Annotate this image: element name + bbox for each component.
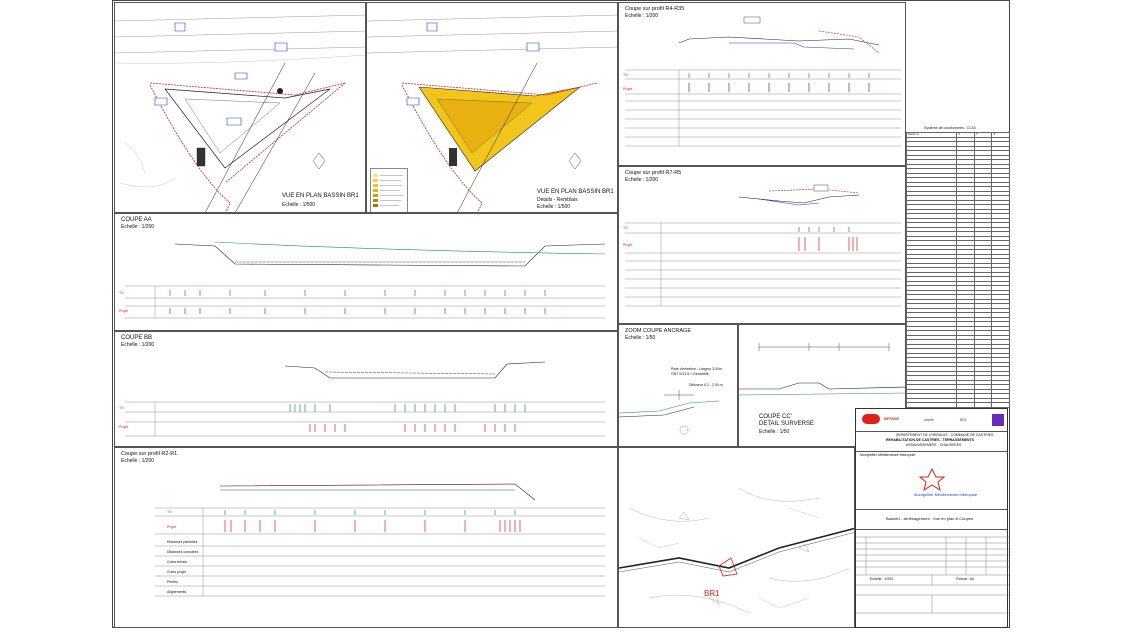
profile-r4-scale: Echelle : 1/200: [625, 13, 659, 19]
table-row: [906, 406, 1010, 408]
titleblock-drawing-title: Bassin1 - Aménagement - Vue en plan & Co…: [886, 516, 974, 521]
profile-r2-row-label-3: Cotes terrain: [167, 560, 188, 564]
titleblock-metropole: Montpellier Méditerranée Métropole: [914, 492, 978, 497]
title-block: EIFFAGE artelia BRL DEPARTEMENT DE L'HER…: [855, 408, 1009, 628]
coupe-bb-panel: COUPE BB Echelle : 1/200 TN Projet: [114, 331, 618, 447]
profile-r7-panel: Coupe sur profil R7-R5 Echelle : 1/200 T…: [618, 166, 906, 324]
location-map-panel: BR1: [618, 447, 855, 628]
titleblock-sub: ASSAINISSEMENT - CHAUSSEES: [906, 443, 962, 447]
coupe-bb-drawing: [125, 361, 605, 437]
zoom-ancrage-scale: Echelle : 1/50: [625, 335, 656, 341]
profile-r2-panel: Coupe sur profil R2-R1 Echelle : 1/200 T…: [114, 447, 618, 628]
coupe-aa-title: COUPE AA: [121, 217, 152, 223]
profile-r2-row-label-2: Distances cumulees: [167, 550, 199, 554]
plan-view-drawing-1: [115, 14, 365, 212]
plan-view-scale-1: Echelle : 1/500: [282, 202, 316, 208]
plan-view-subtitle-2: Details - Remblais: [537, 197, 578, 203]
profile-r4-row-projet: Projet: [623, 87, 633, 91]
profile-r2-row-projet: Projet: [167, 525, 177, 529]
profile-r2-row-label-1: Distances partielles: [167, 540, 198, 544]
coupe-bb-row-projet: Projet: [119, 425, 129, 429]
coupe-aa-row-projet: Projet: [119, 309, 129, 313]
profile-r7-scale: Echelle : 1/200: [625, 177, 659, 183]
coupe-aa-drawing: [125, 241, 606, 319]
logo-metropole-badge: [992, 414, 1004, 426]
profile-r2-row-label-4: Cotes projet: [167, 570, 186, 574]
zoom-ancrage-title: ZOOM COUPE ANCRAGE: [625, 328, 692, 334]
profile-r4-drawing: [625, 16, 901, 147]
zoom-ancrage-note-1: Piste d'entretien - Largeur 3.00m: [671, 367, 722, 371]
titleblock-grid: [856, 467, 1009, 614]
profile-r7-row-projet: Projet: [623, 243, 633, 247]
plan-view-panel-2: VUE EN PLAN BASSIN BR1 Details - Remblai…: [366, 2, 618, 213]
profile-r4-row-tn: TN: [623, 73, 628, 77]
coupe-bb-scale: Echelle : 1/200: [121, 342, 155, 348]
profile-r7-drawing: [625, 184, 901, 307]
table-cell: [956, 406, 975, 408]
coordinates-table-panel: Systeme de coordonnees : CC43 Numero X Y…: [906, 122, 1010, 408]
titleblock-dept: DEPARTEMENT DE L'HERAULT - COMMUNE DE CA…: [896, 433, 994, 437]
coupe-aa-row-tn: TN: [119, 291, 124, 295]
titleblock-format: Format : A0: [956, 577, 975, 581]
profile-r7-row-tn: TN: [623, 226, 628, 230]
profile-r4-panel: Coupe sur profil R4-R35 Echelle : 1/200 …: [618, 2, 906, 166]
profile-r2-scale: Echelle : 1/200: [121, 458, 155, 464]
logo-3-label: BRL: [960, 418, 967, 422]
coupe-cc-title: COUPE CC': [759, 414, 792, 420]
coupe-cc-scale: Echelle : 1/50: [759, 429, 790, 435]
plan-view-title-2: VUE EN PLAN BASSIN BR1: [537, 189, 614, 195]
coupe-aa-scale: Echelle : 1/200: [121, 224, 155, 230]
profile-r2-row-label-6: Alignements: [167, 590, 187, 594]
coordinates-title: Systeme de coordonnees : CC43: [924, 126, 976, 130]
plan-view-panel-1: VUE EN PLAN BASSIN BR1 Echelle : 1/500: [114, 2, 366, 213]
coupe-cc-subtitle: DETAIL SURVERSE: [759, 421, 814, 427]
plan-view-drawing-2: [367, 14, 617, 212]
profile-r7-title: Coupe sur profil R7-R5: [625, 170, 682, 176]
titleblock-scale: Echelle : 1/200: [870, 577, 894, 581]
coupe-aa-panel: COUPE AA Echelle : 1/200 TN Projet: [114, 213, 618, 331]
coupe-bb-row-tn: TN: [119, 406, 124, 410]
zoom-ancrage-note-3: Diffuseur 0.2 - 2.00 m: [689, 383, 723, 387]
zoom-ancrage-drawing: [619, 390, 720, 435]
table-cell: [906, 406, 958, 408]
zoom-ancrage-panel: ZOOM COUPE ANCRAGE Echelle : 1/50 Piste …: [618, 324, 738, 447]
table-cell: [991, 406, 1010, 408]
profile-r2-drawing: [155, 483, 605, 597]
plan-legend: [370, 168, 408, 212]
plan-view-title-1: VUE EN PLAN BASSIN BR1: [282, 193, 359, 199]
titleblock-client: Montpellier Mediterranee Metropole: [860, 453, 916, 457]
profile-r4-title: Coupe sur profil R4-R35: [625, 6, 685, 12]
logo-eiffage-label: EIFFAGE: [884, 417, 899, 421]
location-map-drawing: [619, 487, 854, 614]
profile-r2-row-label-5: Pentes: [167, 580, 178, 584]
profile-r2-row-tn: TN: [167, 510, 172, 514]
logo-eiffage: [862, 414, 880, 424]
titleblock-project: REHABILITATION DE CASTRIES - TERRASSEMEN…: [886, 438, 974, 442]
logo-2-label: artelia: [924, 418, 934, 422]
location-map-label: BR1: [704, 589, 720, 598]
zoom-ancrage-note-2: GNT 0/31.5 + Geotextile: [671, 372, 709, 376]
coupe-bb-title: COUPE BB: [121, 335, 153, 341]
coupe-cc-drawing: [739, 343, 905, 396]
profile-r2-title: Coupe sur profil R2-R1: [121, 451, 178, 457]
coordinates-table: Numero X Y Z: [906, 132, 1010, 408]
plan-view-scale-2: Echelle : 1/500: [537, 204, 571, 210]
